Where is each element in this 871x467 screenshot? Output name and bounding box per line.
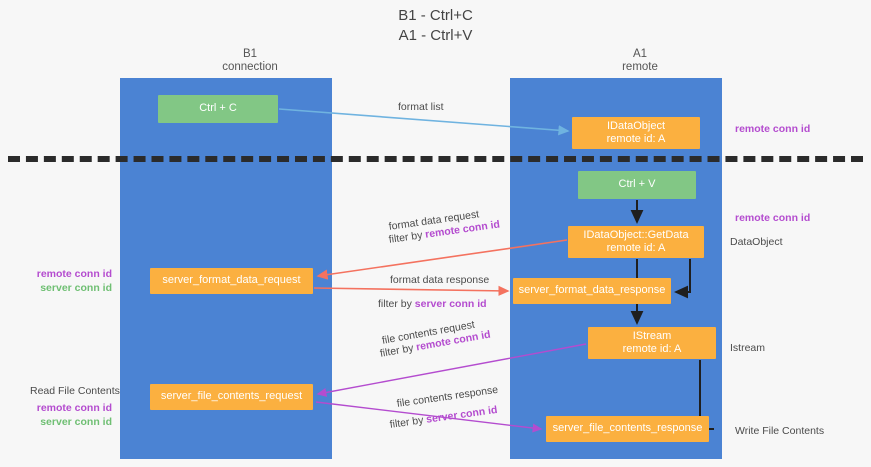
node-getdata-line1: IDataObject::GetData (583, 228, 689, 241)
node-server-file-contents-request[interactable]: server_file_contents_request (150, 384, 313, 410)
page-title: B1 - Ctrl+C A1 - Ctrl+V (0, 6, 871, 46)
column-header-a1-name: A1 (632, 48, 648, 60)
edge-file-contents-request (316, 343, 587, 397)
annotation-left-conn-ids-top: remote conn id server conn id (22, 268, 112, 295)
node-file-contents-response-label: server_file_contents_response (552, 422, 703, 435)
node-server-format-data-response[interactable]: server_format_data_response (513, 278, 671, 304)
annotation-left-conn-ids-bottom: remote conn id server conn id (22, 402, 112, 429)
node-ctrl-c-label: Ctrl + C (199, 102, 237, 115)
column-header-b1-name: B1 (242, 48, 258, 60)
edge-label-format-data-response-filter: filter by server conn id (378, 298, 487, 311)
title-line-1: B1 - Ctrl+C (398, 7, 473, 24)
edge-label-format-list: format list (398, 101, 444, 113)
node-getdata-line2: remote id: A (606, 242, 666, 254)
node-file-contents-request-label: server_file_contents_request (160, 390, 303, 403)
annotation-right-istream: Istream (730, 342, 766, 354)
node-idataobject-line2: remote id: A (606, 133, 666, 145)
node-istream-line2: remote id: A (622, 343, 682, 355)
edge-format-data-request (316, 239, 568, 280)
filter-prefix: filter by (378, 298, 415, 310)
edge-format-data-response (313, 285, 510, 296)
node-idataobject-line1: IDataObject (606, 119, 666, 132)
node-format-data-response-label: server_format_data_response (518, 284, 666, 297)
node-format-data-request-label: server_format_data_request (162, 274, 301, 287)
node-server-file-contents-response[interactable]: server_file_contents_response (546, 416, 709, 442)
annotation-left-remote-conn-id-2: remote conn id (36, 402, 112, 414)
node-server-format-data-request[interactable]: server_format_data_request (150, 268, 313, 294)
annotation-left-server-conn-id-1: server conn id (40, 281, 112, 294)
edge-getdata-to-format-response (674, 259, 691, 299)
node-ctrl-v[interactable]: Ctrl + V (578, 171, 696, 199)
edge-label-format-data-response: format data response (390, 274, 490, 286)
node-ctrl-v-label: Ctrl + V (618, 178, 656, 191)
annotation-right-remote-conn-id-top: remote conn id (735, 123, 811, 135)
node-ctrl-c[interactable]: Ctrl + C (158, 95, 278, 123)
column-header-b1: B1 connection (150, 48, 350, 74)
annotation-left-read-file-contents: Read File Contents (30, 385, 120, 397)
node-istream[interactable]: IStream remote id: A (588, 327, 716, 359)
filter-key-server-conn-id: server conn id (414, 298, 487, 310)
annotation-right-write-file-contents: Write File Contents (735, 425, 825, 437)
annotation-left-remote-conn-id-1: remote conn id (36, 268, 112, 280)
edge-file-contents-response (315, 401, 543, 433)
phase-divider (8, 156, 863, 162)
annotation-left-server-conn-id-2: server conn id (40, 415, 112, 428)
node-idataobject-getdata[interactable]: IDataObject::GetData remote id: A (568, 226, 704, 258)
column-header-a1: A1 remote (540, 48, 740, 74)
column-header-b1-role: connection (222, 61, 278, 73)
annotation-right-remote-conn-id-mid: remote conn id (735, 212, 811, 224)
node-istream-line1: IStream (632, 329, 672, 342)
annotation-right-dataobject: DataObject (730, 236, 783, 248)
column-header-a1-role: remote (622, 61, 658, 73)
title-line-2: A1 - Ctrl+V (398, 27, 473, 44)
edge-format-list (278, 108, 570, 136)
node-idataobject[interactable]: IDataObject remote id: A (572, 117, 700, 149)
